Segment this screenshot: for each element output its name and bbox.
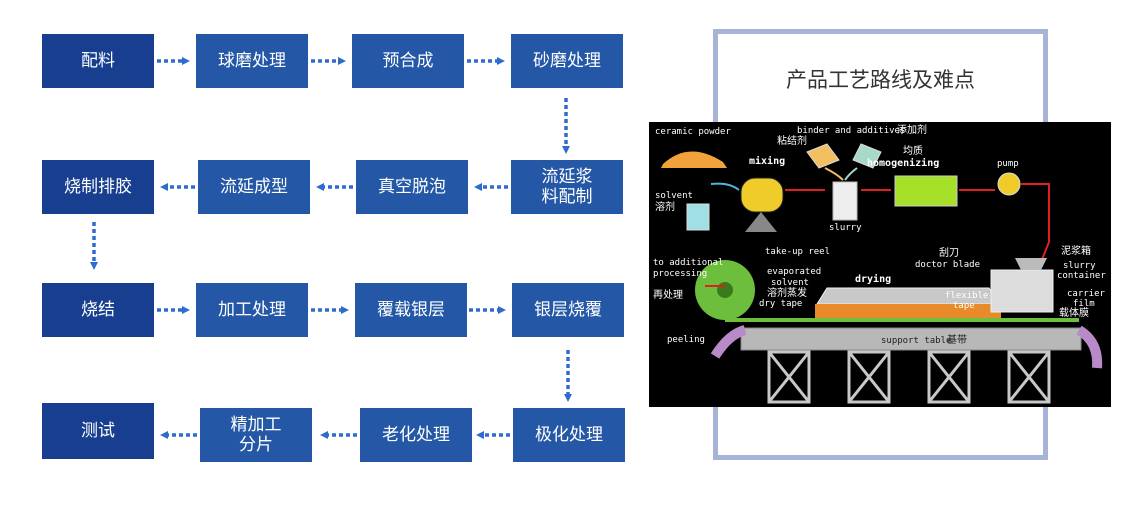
label-binder-cn1: 添加剂: [897, 123, 927, 136]
step-vacuum-degas: 真空脱泡: [356, 160, 468, 214]
step-label: 球磨处理: [218, 51, 286, 71]
step-silver-coating: 覆载银层: [355, 283, 467, 337]
support-table: [740, 327, 1082, 351]
step-label: 预合成: [382, 51, 434, 71]
step-label: 测试: [81, 421, 115, 441]
label-drytape: dry tape: [759, 299, 802, 309]
drying-heat: [815, 304, 1001, 318]
step-tape-casting: 流延成型: [198, 160, 310, 214]
label-blade-cn: 刮刀: [939, 246, 959, 259]
takeup-reel-hub: [717, 282, 733, 298]
label-peeling: peeling: [667, 335, 705, 345]
mixer-stand: [745, 212, 777, 232]
label-support-cn: 基带: [947, 333, 967, 346]
flow-powder-to-mixer: [710, 182, 740, 191]
mixer-drum: [740, 177, 784, 213]
label-homogenizing: homogenizing: [867, 157, 939, 169]
label-evaporated-1: evaporated: [767, 267, 821, 277]
slurry-container-hopper: [1015, 258, 1047, 270]
label-slurrybox-cn: 泥浆箱: [1061, 244, 1091, 257]
step-label: 真空脱泡: [378, 177, 446, 197]
label-mixing: mixing: [749, 155, 785, 167]
tape-casting-illustration: ceramic powder binder and additives 添加剂 …: [649, 122, 1111, 407]
step-label: 烧结: [81, 300, 115, 320]
label-support: support table: [881, 336, 951, 346]
label-flexible: flexible: [945, 291, 988, 301]
label-takeup: take-up reel: [765, 247, 830, 257]
label-evaporated-cn: 溶剂蒸发: [767, 286, 807, 299]
step-label: 覆载银层: [377, 300, 445, 320]
label-carrier: carrier: [1067, 289, 1106, 299]
step-polarization: 极化处理: [513, 408, 625, 462]
peeling-roller-right: [1076, 325, 1103, 369]
step-silver-firing: 银层烧覆: [512, 283, 624, 337]
step-label: 银层烧覆: [534, 300, 602, 320]
label-blade: doctor blade: [915, 260, 980, 270]
step-label: 加工处理: [218, 300, 286, 320]
step-label: 流延浆 料配制: [541, 167, 593, 207]
step-aging: 老化处理: [360, 408, 472, 462]
peeling-roller-left: [710, 325, 747, 359]
step-debinding: 烧制排胶: [42, 160, 154, 214]
label-tape: tape: [953, 301, 975, 311]
homogenizer-box: [894, 175, 958, 207]
label-pump: pump: [997, 159, 1019, 169]
step-testing: 测试: [42, 403, 154, 459]
step-label: 精加工 分片: [230, 415, 282, 455]
step-label: 极化处理: [535, 425, 603, 445]
label-solvent: solvent: [655, 191, 693, 201]
step-label: 流延成型: [220, 177, 288, 197]
label-binder-cn2: 粘结剂: [777, 134, 807, 147]
binder-pour-left: [824, 167, 844, 181]
truss-legs: [767, 350, 1051, 404]
solvent-beaker: [686, 203, 710, 231]
step-label: 砂磨处理: [533, 51, 601, 71]
line-pump-to-container: [1021, 183, 1050, 263]
label-slurry: slurry: [829, 223, 862, 233]
step-sintering: 烧结: [42, 283, 154, 337]
step-label: 配料: [81, 51, 115, 71]
step-machining: 加工处理: [196, 283, 308, 337]
label-film: film: [1073, 299, 1095, 309]
binder-pour-right: [844, 167, 858, 181]
step-peiliao: 配料: [42, 34, 154, 88]
binder-beaker-left: [806, 143, 840, 169]
step-slurry-prep: 流延浆 料配制: [511, 160, 623, 214]
label-film-cn: 载体膜: [1059, 307, 1089, 319]
label-drying: drying: [855, 273, 891, 285]
binder-beaker-right: [852, 143, 882, 169]
step-label: 烧制排胶: [64, 177, 132, 197]
label-solvent-cn: 溶剂: [655, 200, 675, 213]
label-to-processing-2: processing: [653, 269, 707, 279]
slurry-container: [990, 269, 1054, 313]
label-evaporated-2: solvent: [771, 278, 809, 288]
label-to-processing-cn: 再处理: [653, 289, 683, 301]
label-slurry2: slurry: [1063, 261, 1096, 271]
label-homogenizing-cn: 均质: [903, 145, 923, 157]
slurry-cylinder: [832, 181, 858, 221]
step-ball-milling: 球磨处理: [196, 34, 308, 88]
step-finishing: 精加工 分片: [200, 408, 312, 462]
ceramic-powder-pile: [661, 151, 727, 168]
panel-title: 产品工艺路线及难点: [786, 68, 975, 92]
label-binder: binder and additives: [797, 126, 905, 136]
step-sand-milling: 砂磨处理: [511, 34, 623, 88]
label-ceramic-powder: ceramic powder: [655, 127, 731, 137]
pump-circle: [997, 172, 1021, 196]
label-container: container: [1057, 271, 1106, 281]
step-label: 老化处理: [382, 425, 450, 445]
step-pre-synthesis: 预合成: [352, 34, 464, 88]
label-to-processing-1: to additional: [653, 258, 723, 268]
